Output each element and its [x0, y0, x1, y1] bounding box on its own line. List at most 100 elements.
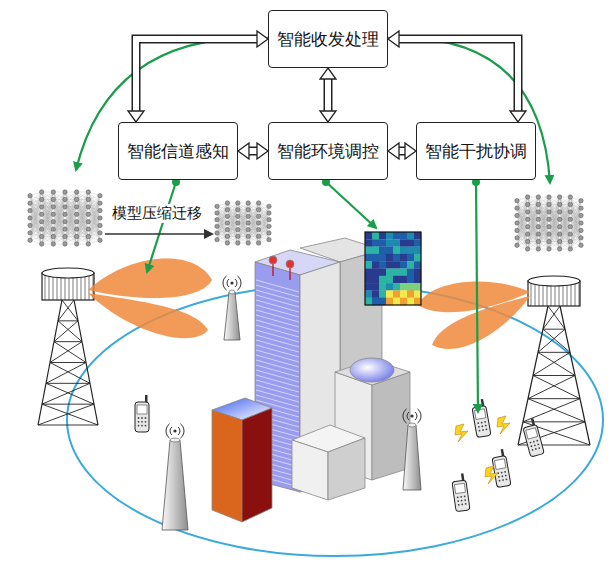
phone-key — [533, 441, 535, 443]
net-link — [42, 192, 54, 229]
phone-key — [138, 425, 140, 427]
heatmap-cell — [400, 298, 407, 306]
phone-key — [145, 425, 147, 427]
heatmap-cell — [407, 290, 414, 298]
net-link — [42, 192, 54, 229]
phone-body — [135, 402, 149, 432]
heatmap-cell — [365, 239, 372, 247]
green-arrow — [326, 182, 376, 228]
net-neuron — [557, 217, 561, 221]
interference-bolt — [497, 416, 510, 434]
heatmap-cell — [365, 261, 372, 269]
net-neuron — [225, 221, 229, 225]
neural-net — [515, 195, 583, 251]
net-neuron — [63, 220, 67, 224]
heatmap-cell — [379, 247, 386, 255]
net-link — [538, 227, 549, 249]
radio-wave — [403, 409, 407, 423]
heatmap-cell — [379, 298, 386, 306]
net-link — [77, 207, 89, 244]
heatmap-cell — [400, 239, 407, 247]
phone-key — [501, 475, 503, 477]
mobile-phone — [491, 449, 511, 488]
drum-top — [42, 268, 94, 278]
heatmap-cell — [393, 232, 400, 240]
net-neuron — [246, 214, 250, 218]
net-link — [65, 222, 77, 244]
window-stripe — [256, 360, 299, 372]
net-neuron — [256, 221, 260, 225]
lattice-tower — [518, 276, 590, 445]
net-link — [538, 212, 549, 249]
net-neuron — [51, 242, 55, 246]
heatmap-cell — [407, 269, 414, 277]
phone-key — [138, 421, 140, 423]
node-label: 智能信道感知 — [127, 140, 229, 163]
net-neuron — [215, 217, 219, 221]
net-neuron — [557, 225, 561, 229]
net-neuron — [579, 236, 583, 240]
tower-brace — [538, 352, 575, 375]
phone-group — [135, 395, 544, 512]
net-link — [538, 197, 549, 234]
net-neuron — [557, 239, 561, 243]
hollow-arrowhead — [257, 143, 268, 159]
hollow-double-arrow — [320, 68, 336, 122]
net-neuron — [579, 199, 583, 203]
heatmap-cell — [393, 269, 400, 277]
mobile-phone — [521, 418, 544, 457]
heatmap-cell — [414, 290, 421, 298]
net-neuron — [215, 204, 219, 208]
tower-brace — [46, 383, 94, 404]
net-link — [549, 197, 560, 234]
net-neuron — [515, 236, 519, 240]
net-neuron — [515, 243, 519, 247]
small-antenna — [162, 424, 188, 530]
net-neuron — [536, 210, 540, 214]
net-neuron — [579, 243, 583, 247]
net-neuron — [525, 239, 529, 243]
tower-brace — [50, 342, 82, 363]
net-link — [65, 207, 77, 244]
heatmap-cell — [407, 276, 414, 284]
net-neuron — [246, 207, 250, 211]
net-link — [53, 207, 65, 244]
net-neuron — [536, 225, 540, 229]
heatmap — [365, 232, 421, 305]
antenna-top — [408, 423, 416, 427]
net-neuron — [28, 238, 32, 242]
process-box: 智能收发处理 — [268, 10, 388, 68]
net-neuron — [525, 195, 529, 199]
heatmap-cell — [400, 247, 407, 255]
heatmap-cell — [400, 261, 407, 269]
heatmap-cell — [372, 239, 379, 247]
net-neuron — [39, 197, 43, 201]
heatmap-cell — [372, 276, 379, 284]
net-neuron — [568, 247, 572, 251]
green-arrow — [385, 38, 550, 183]
net-neuron — [51, 190, 55, 194]
net-neuron — [63, 197, 67, 201]
net-neuron — [515, 206, 519, 210]
net-neuron — [86, 212, 90, 216]
heatmap-cell — [407, 254, 414, 262]
heatmap-cell — [372, 298, 379, 306]
phone-key — [485, 425, 487, 427]
phone-key — [481, 421, 483, 423]
tower-brace — [42, 383, 90, 404]
net-neuron — [579, 213, 583, 217]
tower-brace — [543, 329, 565, 330]
phone-key — [457, 500, 459, 502]
drum-stripe — [571, 282, 572, 306]
window-stripe — [256, 345, 299, 357]
phone-key — [141, 425, 143, 427]
net-neuron — [568, 202, 572, 206]
heatmap-cell — [365, 298, 372, 306]
heatmap-cell — [414, 269, 421, 277]
net-neuron — [256, 227, 260, 231]
heatmap-cell — [393, 283, 400, 291]
drum-stripe — [53, 274, 54, 300]
heatmap-cell — [365, 247, 372, 255]
net-neuron — [256, 234, 260, 238]
